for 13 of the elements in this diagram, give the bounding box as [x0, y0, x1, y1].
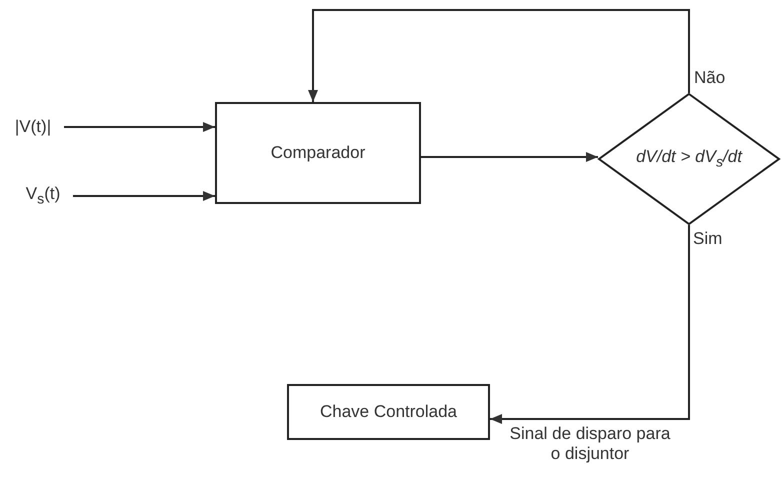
- arrow: [421, 152, 598, 162]
- condition-text: dV/dt > dV$_{s}$/dt: [636, 147, 742, 171]
- process-box: [287, 384, 490, 440]
- decision-diamond: [598, 93, 780, 225]
- arrow: [308, 9, 690, 102]
- input-signal-label: |V(t)|: [14, 117, 52, 137]
- input-signal-label: V$_{s}$(t): [26, 184, 60, 208]
- arrow: [73, 191, 215, 201]
- arrow: [64, 122, 215, 132]
- block-label: Comparador: [270, 143, 366, 163]
- process-box: [215, 102, 421, 204]
- block-label: Chave Controlada: [320, 402, 458, 422]
- arrow: [490, 225, 690, 424]
